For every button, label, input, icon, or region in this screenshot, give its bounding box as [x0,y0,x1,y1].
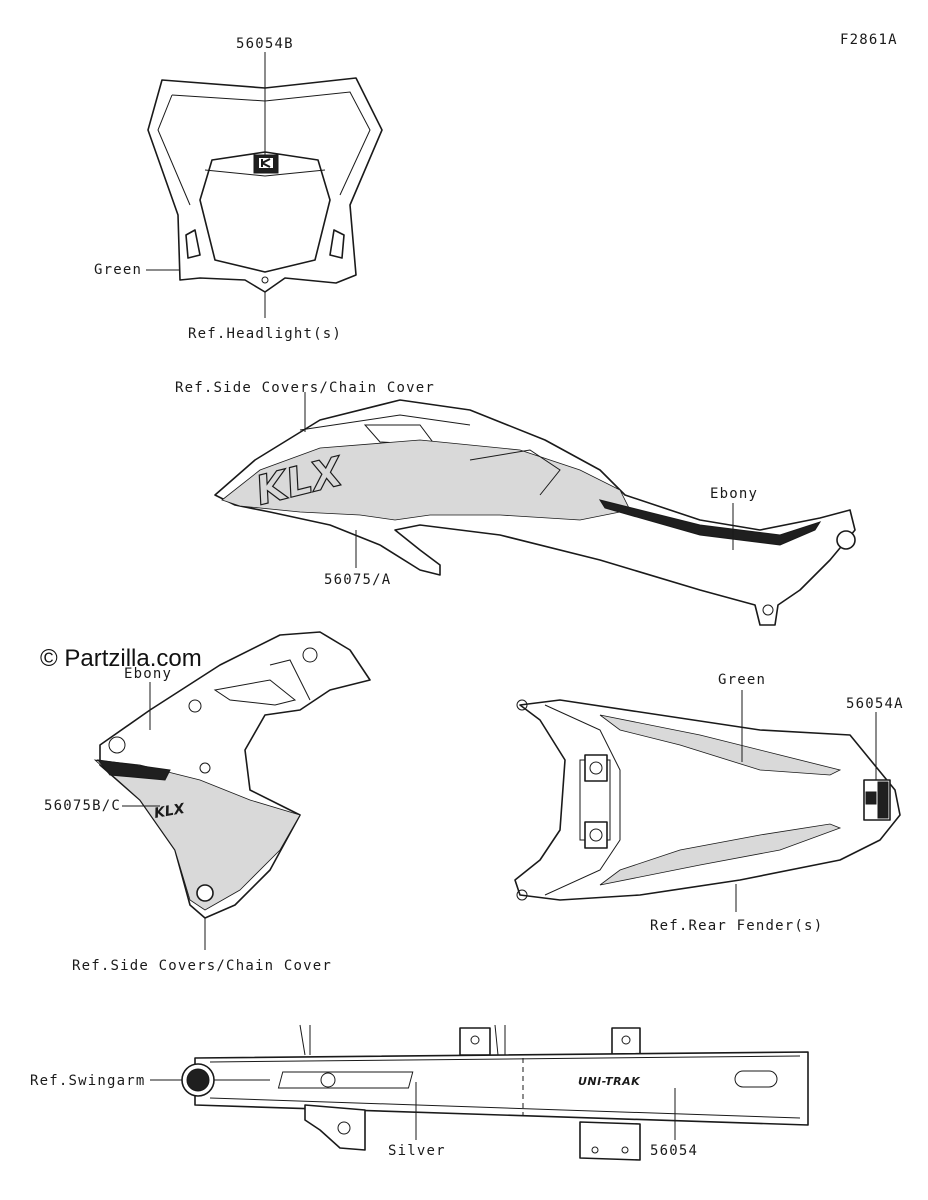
label-56054A: 56054A [846,696,904,712]
label-ref-headlight: Ref.Headlight(s) [188,326,342,342]
headlight-cowl [147,77,383,293]
label-side-cover-ebony: Ebony [710,486,758,502]
label-fender-green: Green [718,672,766,688]
label-ref-rear-fender: Ref.Rear Fender(s) [650,918,823,934]
label-56075A: 56075/A [324,572,391,588]
label-56054B: 56054B [236,36,294,52]
figure-code: F2861A [840,32,898,48]
rear-fender [514,699,901,901]
label-56075BC: 56075B/C [44,798,121,814]
swingarm-decal-graphic: UNI-TRAK [578,1075,641,1088]
left-side-cover: KLX [93,631,371,919]
left-cover-decal-graphic: KLX [153,801,187,822]
label-ref-left-cover: Ref.Side Covers/Chain Cover [72,958,332,974]
label-headlight-green: Green [94,262,142,278]
uni-trak-decal-frame [277,1071,414,1089]
right-side-cover: KLX [214,399,856,626]
label-left-cover-ebony: Ebony [124,666,172,682]
swingarm: UNI-TRAK [181,1024,809,1161]
label-ref-side-cover-top: Ref.Side Covers/Chain Cover [175,380,435,396]
label-56054: 56054 [650,1143,698,1159]
partzilla-watermark: © Partzilla.com [40,645,202,672]
label-swingarm-silver: Silver [388,1143,446,1159]
label-ref-swingarm: Ref.Swingarm [30,1073,146,1089]
